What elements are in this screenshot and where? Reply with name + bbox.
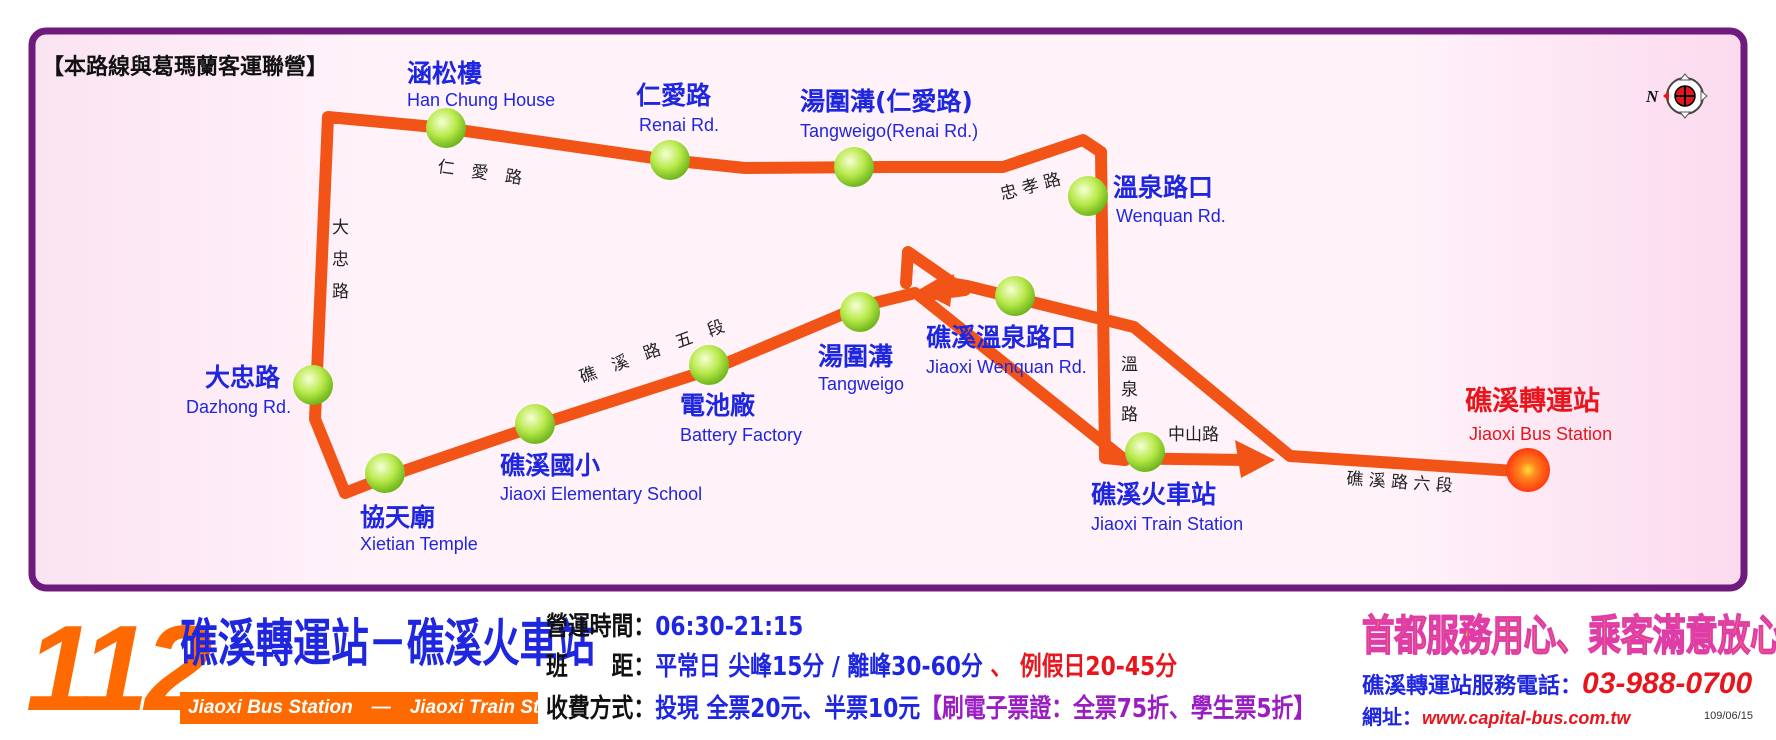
stop-name-zh: 協天廟 xyxy=(360,503,435,532)
stop-name-zh: 礁溪國小 xyxy=(500,451,600,480)
stop-jiaoxi-elementary-school[interactable]: 礁溪國小 Jiaoxi Elementary School xyxy=(500,404,702,504)
stop-name-zh: 溫泉路口 xyxy=(1113,173,1213,202)
hours-value: 06:30-21:15 xyxy=(655,612,804,642)
stop-marker xyxy=(650,140,690,180)
website-label: 網址： xyxy=(1362,705,1422,729)
stop-name-en: Jiaoxi Wenquan Rd. xyxy=(926,357,1087,377)
road-label-wenquan: 溫泉路 xyxy=(1117,355,1138,430)
terminal-name-en: Jiaoxi Bus Station xyxy=(1469,424,1612,444)
stop-name-zh: 礁溪火車站 xyxy=(1091,480,1216,509)
company-slogan: 首都服務用心、乘客滿意放心 xyxy=(1361,610,1776,661)
website: 網址：www.capital-bus.com.tw xyxy=(1362,701,1630,730)
terminal-marker xyxy=(1506,448,1550,492)
fare: 收費方式：投現 全票20元、半票10元【刷電子票證：全票75折、學生票5折】 xyxy=(546,688,1315,725)
route-info-panel: 112 礁溪轉運站－礁溪火車站 Jiaoxi Bus Station — Jia… xyxy=(0,598,1776,740)
stop-name-en: Jiaoxi Train Station xyxy=(1091,514,1243,534)
stop-name-en: Tangweigo xyxy=(818,374,904,394)
compass-north-label: N xyxy=(1645,87,1659,106)
stop-renai-rd[interactable]: 仁愛路 Renai Rd. xyxy=(636,81,719,180)
operating-hours: 營運時間：06:30-21:15 xyxy=(546,606,803,643)
stop-wenquan-rd[interactable]: 溫泉路口 Wenquan Rd. xyxy=(1068,173,1226,226)
road-label-zhongshan: 中山路 xyxy=(1168,425,1219,445)
headway-holiday: 例假日20-45分 xyxy=(1019,652,1178,682)
stop-name-en: Tangweigo(Renai Rd.) xyxy=(800,121,978,141)
stop-name-en: Battery Factory xyxy=(680,425,802,445)
stop-name-en: Wenquan Rd. xyxy=(1116,206,1226,226)
compass: N xyxy=(1645,73,1708,119)
stop-marker xyxy=(1068,176,1108,216)
stop-marker xyxy=(515,404,555,444)
stop-tangweigo[interactable]: 湯圍溝 Tangweigo xyxy=(818,292,904,394)
stop-battery-factory[interactable]: 電池廠 Battery Factory xyxy=(680,345,802,445)
service-phone: 礁溪轉運站服務電話：03-988-0700 xyxy=(1362,667,1752,701)
stop-jiaoxi-wenquan-rd[interactable]: 礁溪溫泉路口 Jiaoxi Wenquan Rd. xyxy=(926,276,1087,377)
stop-marker xyxy=(995,276,1035,316)
stop-marker xyxy=(1125,432,1165,472)
stop-dazhong-rd[interactable]: 大忠路 Dazhong Rd. xyxy=(186,363,333,417)
compass-arrow-east xyxy=(1700,89,1708,103)
stop-name-zh: 大忠路 xyxy=(205,363,281,392)
stop-marker xyxy=(426,108,466,148)
stop-name-en: Dazhong Rd. xyxy=(186,397,291,417)
website-link[interactable]: www.capital-bus.com.tw xyxy=(1422,708,1631,728)
stop-name-en: Jiaoxi Elementary School xyxy=(500,484,702,504)
stop-jiaoxi-bus-station[interactable]: 礁溪轉運站 Jiaoxi Bus Station xyxy=(1465,386,1612,492)
headway-label: 班 距： xyxy=(546,652,656,682)
stop-marker xyxy=(834,147,874,187)
road-label-dazhong: 大忠路 xyxy=(328,218,349,314)
compass-arrow-north xyxy=(1663,91,1669,101)
stop-name-zh: 湯圍溝(仁愛路) xyxy=(800,87,973,116)
stop-name-zh: 礁溪溫泉路口 xyxy=(926,323,1076,352)
joint-operation-notice: 【本路線與葛瑪蘭客運聯營】 xyxy=(42,54,328,80)
stop-name-en: Han Chung House xyxy=(407,90,555,110)
stop-name-zh: 電池廠 xyxy=(680,391,756,420)
stop-marker xyxy=(365,453,405,493)
route-map: 【本路線與葛瑪蘭客運聯營】 N 仁 愛 路 忠 孝 路 大忠路 礁 溪 路 五 … xyxy=(28,27,1748,592)
compass-arrow-down xyxy=(1678,111,1692,119)
fare-value: 投現 全票20元、半票10元 xyxy=(655,694,921,724)
stop-han-chung-house[interactable]: 涵松樓 Han Chung House xyxy=(407,59,555,148)
stop-xietian-temple[interactable]: 協天廟 Xietian Temple xyxy=(360,453,478,554)
stop-name-zh: 涵松樓 xyxy=(407,59,482,88)
headway-weekday: 平常日 尖峰15分 / 離峰30-60分 xyxy=(655,652,983,682)
stop-marker xyxy=(293,365,333,405)
compass-cross xyxy=(1675,86,1695,106)
route-title-zh: 礁溪轉運站－礁溪火車站 xyxy=(180,615,596,674)
stop-name-en: Renai Rd. xyxy=(639,115,719,135)
hours-label: 營運時間： xyxy=(546,612,656,642)
headway: 班 距：平常日 尖峰15分 / 離峰30-60分 、 例假日20-45分 xyxy=(546,646,1177,683)
phone-number[interactable]: 03-988-0700 xyxy=(1582,667,1753,700)
fare-card-discount: 【刷電子票證：全票75折、學生票5折】 xyxy=(920,694,1316,724)
phone-label: 礁溪轉運站服務電話： xyxy=(1362,674,1583,699)
publish-date: 109/06/15 xyxy=(1704,710,1753,722)
compass-arrow-up xyxy=(1678,73,1692,81)
direction-arrow-west xyxy=(920,274,954,307)
stop-jiaoxi-train-station[interactable]: 礁溪火車站 Jiaoxi Train Station xyxy=(1091,432,1243,534)
stop-name-zh: 仁愛路 xyxy=(636,81,712,110)
headway-separator: 、 xyxy=(982,652,1020,682)
terminal-name-zh: 礁溪轉運站 xyxy=(1465,386,1600,417)
fare-label: 收費方式： xyxy=(546,694,656,724)
stop-marker xyxy=(689,345,729,385)
stop-tangweigo-renai[interactable]: 湯圍溝(仁愛路) Tangweigo(Renai Rd.) xyxy=(800,87,978,187)
stop-marker xyxy=(840,292,880,332)
stop-name-en: Xietian Temple xyxy=(360,534,478,554)
stop-name-zh: 湯圍溝 xyxy=(818,342,893,371)
route-title-en: Jiaoxi Bus Station — Jiaoxi Train Statio… xyxy=(180,692,538,724)
direction-arrow-east xyxy=(1235,440,1275,478)
